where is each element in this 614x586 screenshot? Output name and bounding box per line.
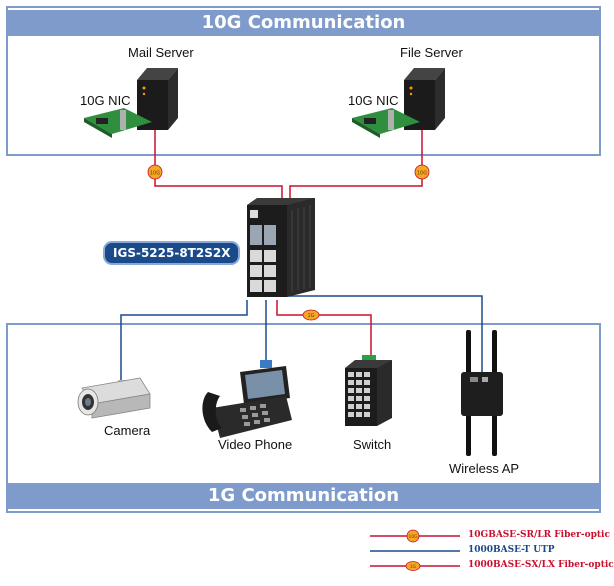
label-wireless-ap: Wireless AP [449, 461, 520, 476]
top-panel-title: 10G Communication [8, 10, 599, 36]
mail-server-icon [137, 68, 178, 130]
badge-10g-right: 10G [414, 164, 430, 180]
legend-label-10g-fiber: 10GBASE-SR/LR Fiber-optic [468, 530, 610, 540]
label-switch: Switch [353, 437, 392, 452]
nic-card-left-icon [84, 108, 152, 138]
link-core-camera [120, 300, 248, 382]
file-server-icon [404, 68, 445, 130]
nic-card-right-icon [352, 108, 420, 138]
ten-g-links [154, 124, 423, 200]
switch-icon [345, 355, 392, 426]
svg-text:10G: 10G [408, 534, 418, 540]
core-switch-icon [247, 198, 315, 297]
label-camera: Camera [104, 423, 151, 438]
legend-lines: 10G 1G [370, 529, 460, 571]
svg-text:1G: 1G [307, 313, 314, 319]
core-switch-model-label: IGS-5225-8T2S2X [103, 241, 241, 265]
svg-text:10G: 10G [150, 171, 160, 177]
label-nic-right: 10G NIC [348, 93, 399, 108]
legend-label-utp: 1000BASE-T UTP [468, 545, 555, 555]
link-core-switch [276, 300, 372, 360]
video-phone-icon [202, 360, 292, 438]
label-video-phone: Video Phone [218, 437, 293, 452]
badge-10g-left: 10G [147, 164, 163, 180]
label-mail-server: Mail Server [128, 45, 194, 60]
legend-label-1g-fiber: 1000BASE-SX/LX Fiber-optic [468, 560, 614, 570]
wireless-ap-icon [461, 330, 503, 456]
label-file-server: File Server [400, 45, 463, 60]
badge-1g-switch: 1G [302, 309, 320, 321]
bottom-panel-title: 1G Communication [8, 483, 599, 509]
link-mail-server-core [154, 124, 283, 200]
label-nic-left: 10G NIC [80, 93, 131, 108]
svg-text:10G: 10G [417, 171, 427, 177]
svg-text:1G: 1G [410, 564, 417, 570]
link-core-wireless-ap [285, 295, 483, 372]
bottom-panel-1g: 1G Communication [6, 323, 601, 513]
camera-icon [77, 377, 151, 419]
link-file-server-core [289, 124, 423, 200]
